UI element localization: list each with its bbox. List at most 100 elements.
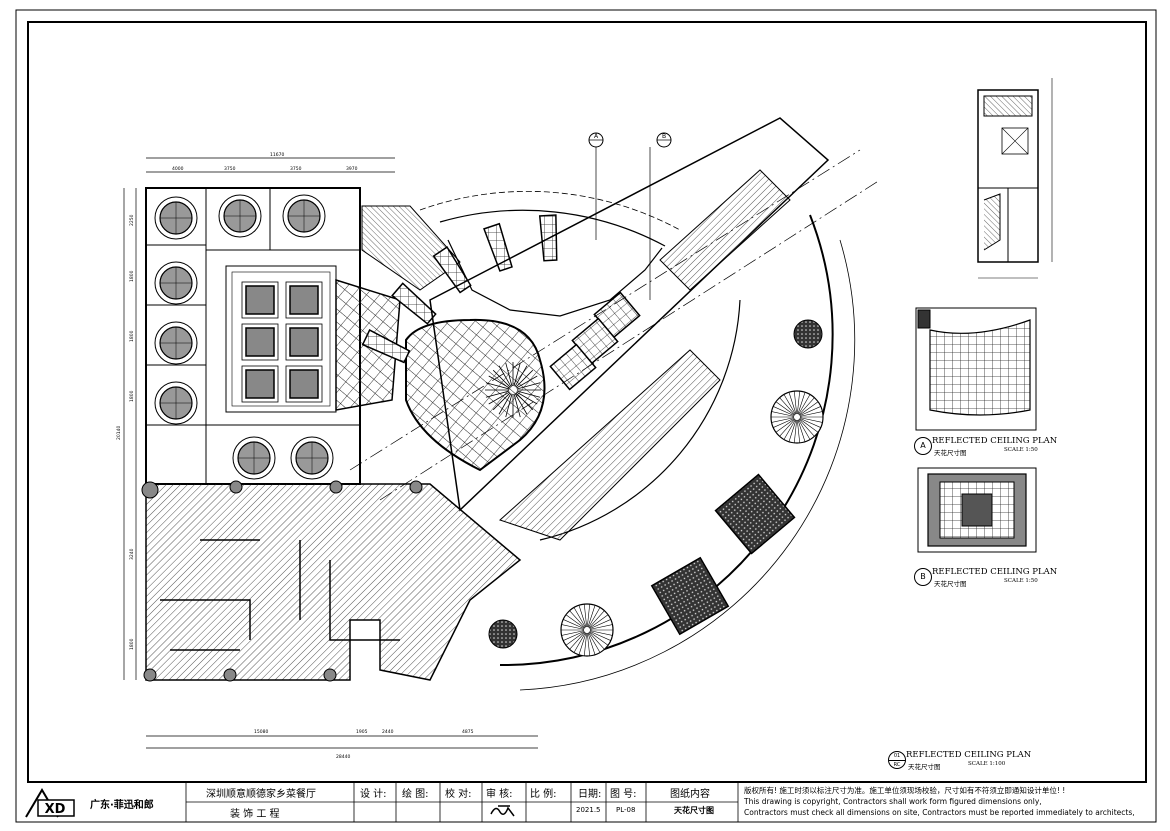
square-coffer bbox=[245, 369, 275, 399]
dim-left-total: 20140 bbox=[116, 426, 122, 440]
project-subtitle: 装 饰 工 程 bbox=[230, 809, 280, 820]
fan-grid-cell bbox=[549, 343, 597, 391]
fan-grid-cell bbox=[483, 222, 513, 272]
sheet-no-value: PL-08 bbox=[616, 806, 636, 814]
content-label: 图纸内容 bbox=[670, 789, 710, 800]
reviewer-signature bbox=[488, 802, 520, 824]
round-table-ceiling bbox=[154, 261, 198, 305]
detail-a-plan bbox=[915, 307, 1037, 431]
dotted-round-ceiling bbox=[488, 619, 518, 649]
section-mark-a-label: A bbox=[594, 133, 599, 140]
detail-b-mark-label: B bbox=[920, 572, 926, 581]
content-value: 天花尺寸图 bbox=[674, 806, 714, 815]
round-ceilings-right bbox=[488, 319, 824, 657]
round-table-ceiling bbox=[218, 194, 262, 238]
round-table-ceiling bbox=[154, 321, 198, 365]
dim-left-1: 2250 bbox=[129, 214, 135, 226]
fan-grid-cell bbox=[361, 329, 411, 364]
review-label: 审 核: bbox=[486, 789, 513, 800]
dim-top-2: 3750 bbox=[224, 166, 236, 172]
square-coffer-frame bbox=[285, 281, 323, 319]
square-coffer-frame bbox=[241, 281, 279, 319]
fan-grid-cell bbox=[432, 246, 472, 294]
main-plan-mark-top: 01 bbox=[889, 752, 905, 761]
detail-a-title: REFLECTED CEILING PLAN bbox=[932, 436, 1058, 446]
svg-text:XD: XD bbox=[45, 802, 66, 817]
section-mark-b-label: B bbox=[662, 133, 666, 140]
fan-cells bbox=[361, 214, 641, 391]
square-coffer bbox=[245, 327, 275, 357]
check-label: 校 对: bbox=[445, 789, 472, 800]
dim-left-6: 1800 bbox=[129, 638, 135, 650]
square-coffer-frame bbox=[241, 323, 279, 361]
detail-a-mark: A bbox=[914, 437, 932, 455]
detail-b-title: REFLECTED CEILING PLAN bbox=[932, 567, 1058, 577]
company-logo: XD bbox=[24, 786, 80, 818]
title-block-grid bbox=[185, 782, 739, 822]
dim-bottom-2: 1905 bbox=[356, 729, 368, 735]
dim-bottom-total: 28440 bbox=[336, 754, 350, 760]
dim-top-3: 3750 bbox=[290, 166, 302, 172]
round-ceilings-left bbox=[154, 194, 334, 480]
round-table-ceiling bbox=[282, 194, 326, 238]
dim-top-4: 3970 bbox=[346, 166, 358, 172]
dim-left-4: 1800 bbox=[129, 390, 135, 402]
main-plan-title: REFLECTED CEILING PLAN bbox=[906, 750, 1032, 760]
title-block: XD 广东·菲迅和郎 深圳顺意顺德家乡菜餐厅 装 饰 工 程 设 计: 绘 图:… bbox=[16, 782, 1156, 822]
square-coffer-frame bbox=[285, 323, 323, 361]
dim-top-1: 4000 bbox=[172, 166, 184, 172]
draw-label: 绘 图: bbox=[402, 789, 429, 800]
detail-elevation bbox=[977, 78, 1053, 279]
detail-b-plan bbox=[917, 467, 1037, 553]
main-plan-mark-bottom: RC bbox=[893, 762, 901, 768]
round-table-ceiling bbox=[154, 196, 198, 240]
main-plan-mark: 01 RC bbox=[888, 751, 906, 769]
square-coffer bbox=[289, 369, 319, 399]
square-coffer-frame bbox=[241, 365, 279, 403]
section-marker-b: B bbox=[649, 132, 672, 300]
logo-mark-icon: XD bbox=[25, 788, 75, 818]
round-table-ceiling bbox=[232, 436, 276, 480]
stair-hatch bbox=[361, 205, 461, 291]
scale-label: 比 例: bbox=[530, 789, 557, 800]
company-name: 广东·菲迅和郎 bbox=[90, 800, 154, 811]
round-table-ceiling bbox=[154, 381, 198, 425]
notice-line-2: This drawing is copyright, Contractors s… bbox=[744, 797, 1042, 806]
square-coffers bbox=[241, 281, 323, 403]
dim-left-5: 3240 bbox=[129, 548, 135, 560]
round-table-ceiling bbox=[290, 436, 334, 480]
detail-a-mark-label: A bbox=[920, 441, 926, 450]
notice-line-1: 版权所有! 施工时须以标注尺寸为准。施工单位须现场校验，尺寸如有不符须立即通知设… bbox=[744, 786, 1066, 795]
section-marker-a: A bbox=[588, 132, 604, 240]
detail-b-scale: SCALE 1:50 bbox=[1004, 578, 1038, 584]
fan-hall bbox=[335, 190, 681, 472]
square-coffer bbox=[289, 327, 319, 357]
inner-border bbox=[27, 21, 1147, 783]
sheet-no-label: 图 号: bbox=[610, 789, 637, 800]
dim-bottom-1: 15080 bbox=[254, 729, 268, 735]
design-label: 设 计: bbox=[360, 789, 387, 800]
diagonal-corridor bbox=[349, 117, 881, 512]
main-plan-subtitle: 天花尺寸图 bbox=[908, 763, 941, 771]
notice-line-3: Contractors must check all dimensions on… bbox=[744, 808, 1135, 817]
dotted-coffers bbox=[650, 473, 796, 636]
dotted-square-coffer bbox=[714, 473, 796, 555]
sunburst-ceiling bbox=[485, 362, 541, 418]
kitchen-hatched-zone bbox=[141, 480, 522, 682]
dim-top-total: 11670 bbox=[270, 152, 284, 158]
square-coffer bbox=[245, 285, 275, 315]
dimension-lines bbox=[123, 157, 538, 749]
main-plan-scale: SCALE 1:100 bbox=[968, 761, 1006, 767]
detail-b-mark: B bbox=[914, 568, 932, 586]
detail-a-subtitle: 天花尺寸图 bbox=[934, 449, 967, 457]
detail-b-subtitle: 天花尺寸图 bbox=[934, 580, 967, 588]
project-name: 深圳顺意顺德家乡菜餐厅 bbox=[206, 789, 316, 800]
date-label: 日期: bbox=[578, 789, 602, 800]
square-coffer-frame bbox=[285, 365, 323, 403]
date-value: 2021.5 bbox=[576, 806, 601, 814]
dotted-round-ceiling bbox=[793, 319, 823, 349]
square-coffer bbox=[289, 285, 319, 315]
dim-bottom-3: 2440 bbox=[382, 729, 394, 735]
